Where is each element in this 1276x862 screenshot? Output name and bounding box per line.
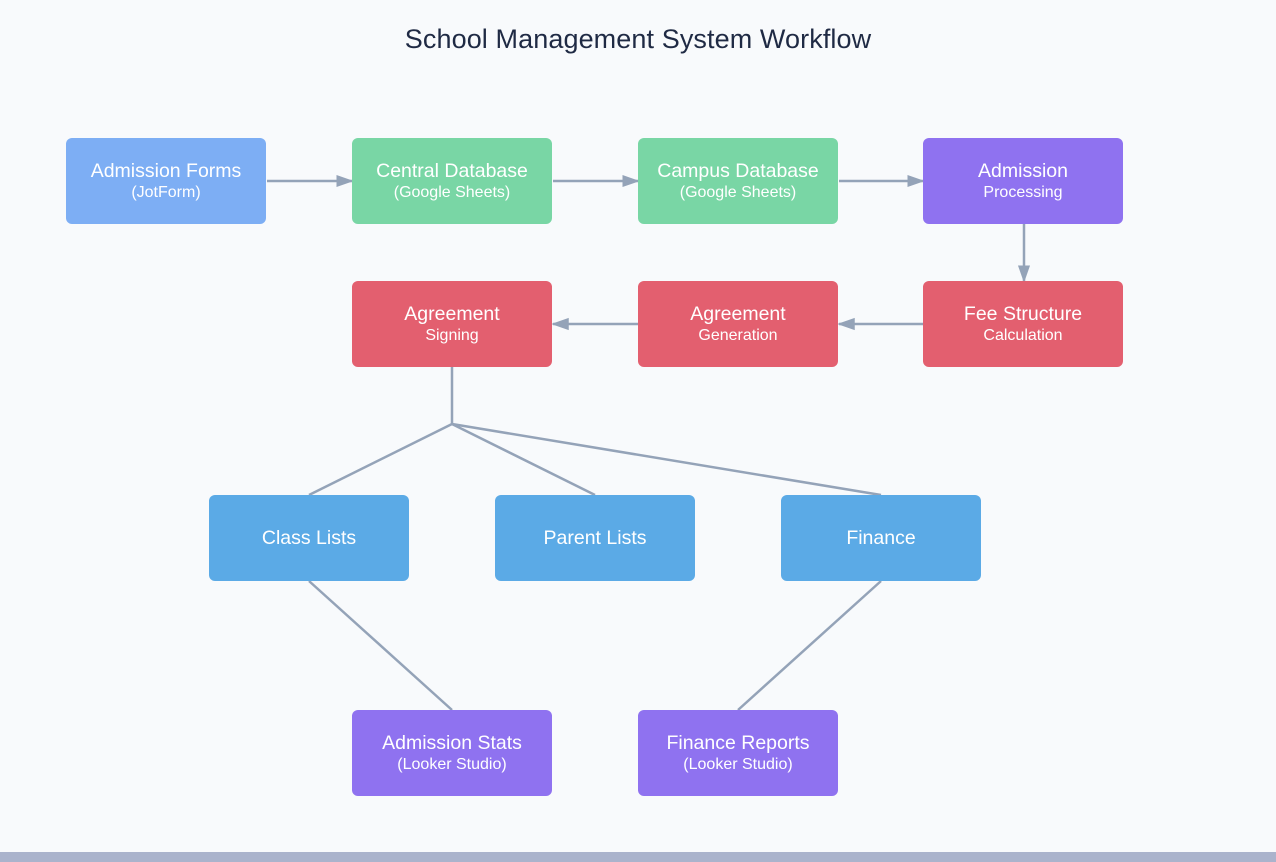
node-finance-reports-title: Finance Reports <box>666 731 810 754</box>
node-admission-processing-subtitle: Processing <box>983 183 1063 201</box>
node-agreement-signing[interactable]: Agreement Signing <box>352 281 552 367</box>
node-campus-database-subtitle: (Google Sheets) <box>679 183 797 201</box>
diagram-title: School Management System Workflow <box>404 24 872 54</box>
edge-class-lists-to-admission-stats <box>308 580 453 711</box>
node-agreement-signing-subtitle: Signing <box>425 326 479 344</box>
node-central-database-subtitle: (Google Sheets) <box>393 183 511 201</box>
node-finance-title: Finance <box>846 526 916 549</box>
node-agreement-generation[interactable]: Agreement Generation <box>638 281 838 367</box>
node-parent-lists[interactable]: Parent Lists <box>495 495 695 581</box>
node-admission-forms-subtitle: (JotForm) <box>131 183 201 201</box>
node-admission-stats-title: Admission Stats <box>382 731 522 754</box>
bottom-bar <box>0 852 1276 862</box>
node-admission-processing[interactable]: Admission Processing <box>923 138 1123 224</box>
node-admission-stats[interactable]: Admission Stats (Looker Studio) <box>352 710 552 796</box>
node-finance[interactable]: Finance <box>781 495 981 581</box>
node-central-database-title: Central Database <box>376 159 528 182</box>
node-agreement-generation-title: Agreement <box>690 302 786 325</box>
edge-agreement-signing-to-finance <box>451 422 882 497</box>
node-parent-lists-title: Parent Lists <box>543 526 647 549</box>
edge-agreement-signing-to-class-lists <box>308 422 453 497</box>
edge-agreement-signing-to-parent-lists <box>451 422 596 497</box>
node-finance-reports[interactable]: Finance Reports (Looker Studio) <box>638 710 838 796</box>
node-fee-structure-title: Fee Structure <box>963 302 1083 325</box>
node-admission-forms[interactable]: Admission Forms (JotForm) <box>66 138 266 224</box>
edge-finance-to-finance-reports <box>737 580 882 711</box>
node-fee-structure-subtitle: Calculation <box>983 326 1063 344</box>
node-fee-structure[interactable]: Fee Structure Calculation <box>923 281 1123 367</box>
node-agreement-signing-title: Agreement <box>404 302 500 325</box>
node-class-lists[interactable]: Class Lists <box>209 495 409 581</box>
node-agreement-generation-subtitle: Generation <box>698 326 778 344</box>
node-admission-forms-title: Admission Forms <box>90 159 242 182</box>
node-central-database[interactable]: Central Database (Google Sheets) <box>352 138 552 224</box>
node-class-lists-title: Class Lists <box>261 526 357 549</box>
node-admission-processing-title: Admission <box>978 159 1068 182</box>
node-finance-reports-subtitle: (Looker Studio) <box>683 755 793 773</box>
node-admission-stats-subtitle: (Looker Studio) <box>397 755 507 773</box>
node-campus-database[interactable]: Campus Database (Google Sheets) <box>638 138 838 224</box>
node-campus-database-title: Campus Database <box>657 159 819 182</box>
